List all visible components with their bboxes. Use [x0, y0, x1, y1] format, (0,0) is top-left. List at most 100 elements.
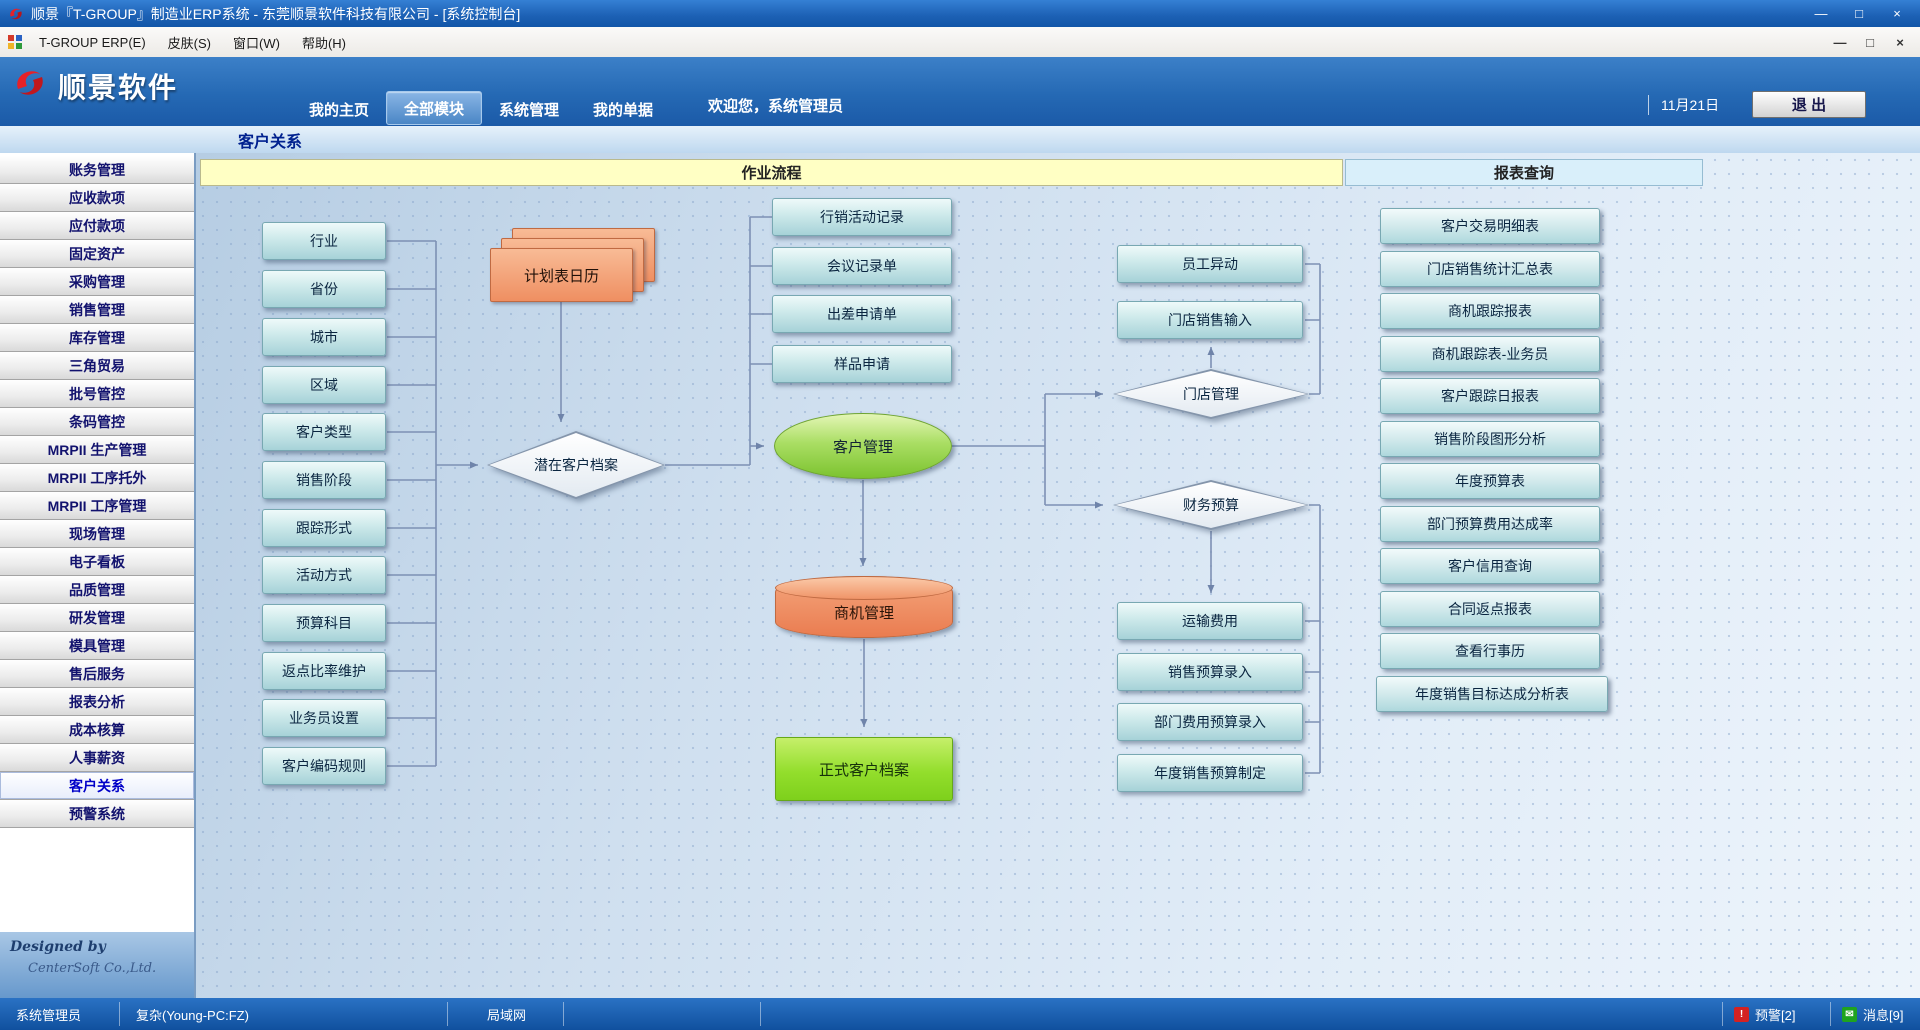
sidebar-item-receivables[interactable]: 应收款项	[0, 184, 194, 212]
mdi-restore-button[interactable]: □	[1866, 34, 1874, 50]
sidebar-item-fixed-assets[interactable]: 固定资产	[0, 240, 194, 268]
window-minimize-button[interactable]: —	[1814, 6, 1828, 21]
report-sales-stage-chart[interactable]: 销售阶段图形分析	[1380, 421, 1600, 457]
flow-button-sales-budget-entry[interactable]: 销售预算录入	[1117, 653, 1303, 691]
app-logo-icon	[8, 6, 24, 22]
window-close-button[interactable]: ×	[1893, 6, 1901, 21]
potential-customer-diamond[interactable]: 潜在客户档案	[487, 431, 665, 499]
flow-button-annual-sales-budget[interactable]: 年度销售预算制定	[1117, 754, 1303, 792]
report-annual-sales-target[interactable]: 年度销售目标达成分析表	[1376, 676, 1608, 712]
status-alerts[interactable]: ! 预警[2]	[1734, 998, 1795, 1030]
sidebar-item-mold[interactable]: 模具管理	[0, 632, 194, 660]
status-user: 系统管理员	[16, 1007, 82, 1023]
flow-button-customer-type[interactable]: 客户类型	[262, 413, 386, 451]
sidebar-item-sales[interactable]: 销售管理	[0, 296, 194, 324]
flow-button-meeting-record[interactable]: 会议记录单	[772, 247, 952, 285]
plan-calendar-front-card: 计划表日历	[490, 248, 633, 302]
process-section-header: 作业流程	[200, 159, 1343, 186]
report-annual-budget[interactable]: 年度预算表	[1380, 463, 1600, 499]
sidebar-item-barcode[interactable]: 条码管控	[0, 408, 194, 436]
status-divider	[1722, 1002, 1723, 1026]
flow-button-marketing-activity[interactable]: 行销活动记录	[772, 198, 952, 236]
menu-item-tgroup-erp[interactable]: T-GROUP ERP(E)	[39, 34, 146, 50]
flow-button-industry[interactable]: 行业	[262, 222, 386, 260]
customer-management-label: 客户管理	[832, 438, 893, 456]
formal-customer-box[interactable]: 正式客户档案	[775, 737, 953, 801]
sidebar-item-after-sales[interactable]: 售后服务	[0, 660, 194, 688]
window-maximize-button[interactable]: □	[1855, 6, 1863, 21]
flow-button-salesman-setup[interactable]: 业务员设置	[262, 699, 386, 737]
sidebar-item-quality[interactable]: 品质管理	[0, 576, 194, 604]
sidebar-item-costing[interactable]: 成本核算	[0, 716, 194, 744]
sidebar-item-kanban[interactable]: 电子看板	[0, 548, 194, 576]
flow-button-activity-mode[interactable]: 活动方式	[262, 556, 386, 594]
sidebar-item-mrp2-outsourcing[interactable]: MRPII 工序托外	[0, 464, 194, 492]
sidebar-item-mrp2-production[interactable]: MRPII 生产管理	[0, 436, 194, 464]
flow-button-dept-expense-budget[interactable]: 部门费用预算录入	[1117, 703, 1303, 741]
flow-button-tracking-form[interactable]: 跟踪形式	[262, 509, 386, 547]
store-management-label: 门店管理	[1183, 386, 1239, 402]
status-divider	[563, 1002, 564, 1026]
mdi-close-button[interactable]: ×	[1896, 34, 1904, 50]
menu-item-skin[interactable]: 皮肤(S)	[167, 35, 212, 51]
sidebar-item-shopfloor[interactable]: 现场管理	[0, 520, 194, 548]
message-icon: ✉	[1842, 1006, 1857, 1022]
exit-button[interactable]: 退 出	[1752, 91, 1866, 118]
finance-budget-diamond[interactable]: 财务预算	[1113, 480, 1309, 530]
report-dept-budget-achievement[interactable]: 部门预算费用达成率	[1380, 506, 1600, 542]
sidebar-item-rnd[interactable]: 研发管理	[0, 604, 194, 632]
flow-button-rebate-rate[interactable]: 返点比率维护	[262, 652, 386, 690]
flow-button-sales-stage[interactable]: 销售阶段	[262, 461, 386, 499]
sidebar-item-customer-relations[interactable]: 客户关系	[0, 772, 194, 800]
messages-label: 消息[9]	[1863, 1007, 1904, 1023]
customer-management-ellipse[interactable]: 客户管理	[774, 413, 952, 479]
sidebar-item-payables[interactable]: 应付款项	[0, 212, 194, 240]
report-view-calendar[interactable]: 查看行事历	[1380, 633, 1600, 669]
tab-all-modules[interactable]: 全部模块	[386, 91, 483, 125]
tab-system-management[interactable]: 系统管理	[499, 101, 560, 119]
flow-button-employee-change[interactable]: 员工异动	[1117, 245, 1303, 283]
module-sidebar: 账务管理 应收款项 应付款项 固定资产 采购管理 销售管理 库存管理 三角贸易 …	[0, 153, 196, 998]
report-customer-credit[interactable]: 客户信用查询	[1380, 548, 1600, 584]
report-opportunity-by-salesman[interactable]: 商机跟踪表-业务员	[1380, 336, 1600, 372]
report-opportunity-tracking[interactable]: 商机跟踪报表	[1380, 293, 1600, 329]
tab-my-documents[interactable]: 我的单据	[593, 101, 654, 119]
report-customer-daily-tracking[interactable]: 客户跟踪日报表	[1380, 378, 1600, 414]
main-nav-tabs: 我的主页 全部模块 系统管理 我的单据	[292, 91, 670, 125]
flow-button-province[interactable]: 省份	[262, 270, 386, 308]
flow-button-customer-code-rule[interactable]: 客户编码规则	[262, 747, 386, 785]
menu-item-help[interactable]: 帮助(H)	[301, 35, 346, 51]
flow-button-transport-cost[interactable]: 运输费用	[1117, 602, 1303, 640]
designed-by-text: Designed by	[10, 939, 106, 955]
sidebar-item-accounting[interactable]: 账务管理	[0, 156, 194, 184]
opportunity-management-cylinder[interactable]: 商机管理	[775, 576, 953, 638]
report-contract-rebate[interactable]: 合同返点报表	[1380, 591, 1600, 627]
status-messages[interactable]: ✉ 消息[9]	[1842, 998, 1903, 1030]
status-divider	[447, 1002, 448, 1026]
tab-my-home[interactable]: 我的主页	[309, 101, 370, 119]
sidebar-item-inventory[interactable]: 库存管理	[0, 324, 194, 352]
sidebar-item-purchasing[interactable]: 采购管理	[0, 268, 194, 296]
flow-button-business-trip[interactable]: 出差申请单	[772, 295, 952, 333]
report-customer-transactions[interactable]: 客户交易明细表	[1380, 208, 1600, 244]
flow-button-budget-subject[interactable]: 预算科目	[262, 604, 386, 642]
sidebar-item-lot-control[interactable]: 批号管控	[0, 380, 194, 408]
store-management-diamond[interactable]: 门店管理	[1113, 369, 1309, 419]
flow-button-region[interactable]: 区域	[262, 366, 386, 404]
sidebar-item-triangle-trade[interactable]: 三角贸易	[0, 352, 194, 380]
flow-button-sample-request[interactable]: 样品申请	[772, 345, 952, 383]
sidebar-item-report-analysis[interactable]: 报表分析	[0, 688, 194, 716]
menu-item-window[interactable]: 窗口(W)	[233, 35, 280, 51]
sidebar-item-hr-payroll[interactable]: 人事薪资	[0, 744, 194, 772]
plan-calendar-card[interactable]: 计划表日历	[490, 228, 655, 302]
breadcrumb-bar: 客户关系	[0, 126, 1920, 154]
alert-icon: !	[1734, 1006, 1749, 1022]
mdi-minimize-button[interactable]: —	[1833, 34, 1847, 50]
sidebar-item-alert-system[interactable]: 预警系统	[0, 800, 194, 828]
flow-button-store-sales-input[interactable]: 门店销售输入	[1117, 301, 1303, 339]
flow-button-city[interactable]: 城市	[262, 318, 386, 356]
report-store-sales-summary[interactable]: 门店销售统计汇总表	[1380, 251, 1600, 287]
status-divider	[760, 1002, 761, 1026]
sidebar-item-mrp2-process[interactable]: MRPII 工序管理	[0, 492, 194, 520]
